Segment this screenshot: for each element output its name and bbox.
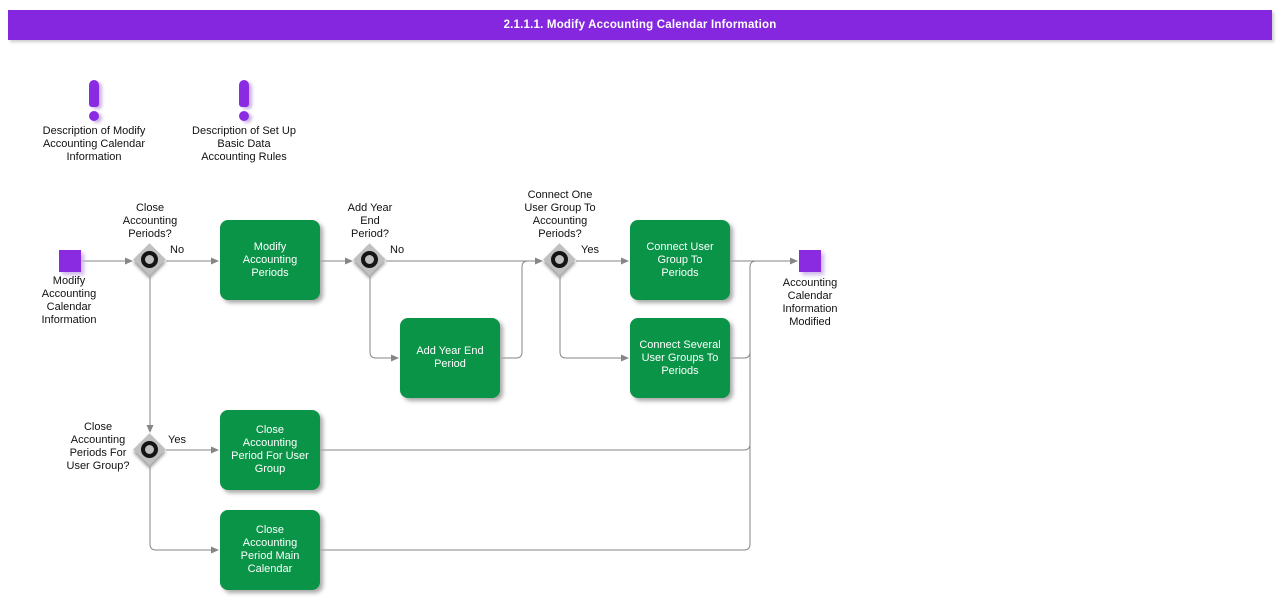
arrowhead <box>211 546 219 554</box>
arrowhead <box>621 354 629 362</box>
end-node-label: Accounting Calendar Information Modified <box>782 277 838 328</box>
end-node <box>799 250 821 272</box>
connector-line <box>730 351 751 359</box>
branch-label: Yes <box>581 244 599 256</box>
exclamation-icon <box>159 79 329 125</box>
decision-question: Close Accounting Periods For User Group? <box>66 421 130 472</box>
note-label: Description of Modify Accounting Calenda… <box>42 125 146 163</box>
note-label: Description of Set Up Basic Data Account… <box>192 125 296 163</box>
branch-label: Yes <box>168 434 186 446</box>
decision-ring-icon <box>141 441 158 458</box>
connector-line <box>500 260 529 359</box>
note-description-modify-accounting-calendar[interactable]: Description of Modify Accounting Calenda… <box>9 79 179 164</box>
decision-question: Add Year End Period? <box>347 202 393 240</box>
task-close-accounting-period-for-user-group[interactable]: Close Accounting Period For User Group <box>220 410 320 490</box>
connector-line <box>320 260 757 551</box>
task-modify-accounting-periods[interactable]: Modify Accounting Periods <box>220 220 320 300</box>
task-close-accounting-period-main-calendar[interactable]: Close Accounting Period Main Calendar <box>220 510 320 590</box>
connector-line <box>320 443 751 451</box>
page-title: 2.1.1.1. Modify Accounting Calendar Info… <box>503 19 777 31</box>
decision-question: Connect One User Group To Accounting Per… <box>524 189 596 240</box>
decision-ring-icon <box>551 251 568 268</box>
connector-lines <box>81 260 790 551</box>
start-node-label: Modify Accounting Calendar Information <box>41 275 97 326</box>
arrowhead <box>211 446 219 454</box>
decision-ring-icon <box>361 251 378 268</box>
task-connect-several-user-groups-to-periods[interactable]: Connect Several User Groups To Periods <box>630 318 730 398</box>
task-connect-user-group-to-periods[interactable]: Connect User Group To Periods <box>630 220 730 300</box>
arrowhead <box>790 257 798 265</box>
connector-line <box>369 276 391 359</box>
start-node <box>59 250 81 272</box>
arrowhead <box>391 354 399 362</box>
arrowhead <box>211 257 219 265</box>
arrowhead <box>535 257 543 265</box>
decision-ring-icon <box>141 251 158 268</box>
arrowhead <box>621 257 629 265</box>
title-bar: 2.1.1.1. Modify Accounting Calendar Info… <box>8 10 1272 40</box>
exclamation-icon <box>9 79 179 125</box>
task-add-year-end-period[interactable]: Add Year End Period <box>400 318 500 398</box>
connector-line <box>149 466 211 551</box>
arrowhead <box>345 257 353 265</box>
note-description-set-up-basic-data[interactable]: Description of Set Up Basic Data Account… <box>159 79 329 164</box>
branch-label: No <box>170 244 185 256</box>
decision-question: Close Accounting Periods? <box>122 202 178 240</box>
arrowhead <box>125 257 133 265</box>
branch-label: No <box>390 244 405 256</box>
connector-line <box>559 276 621 359</box>
